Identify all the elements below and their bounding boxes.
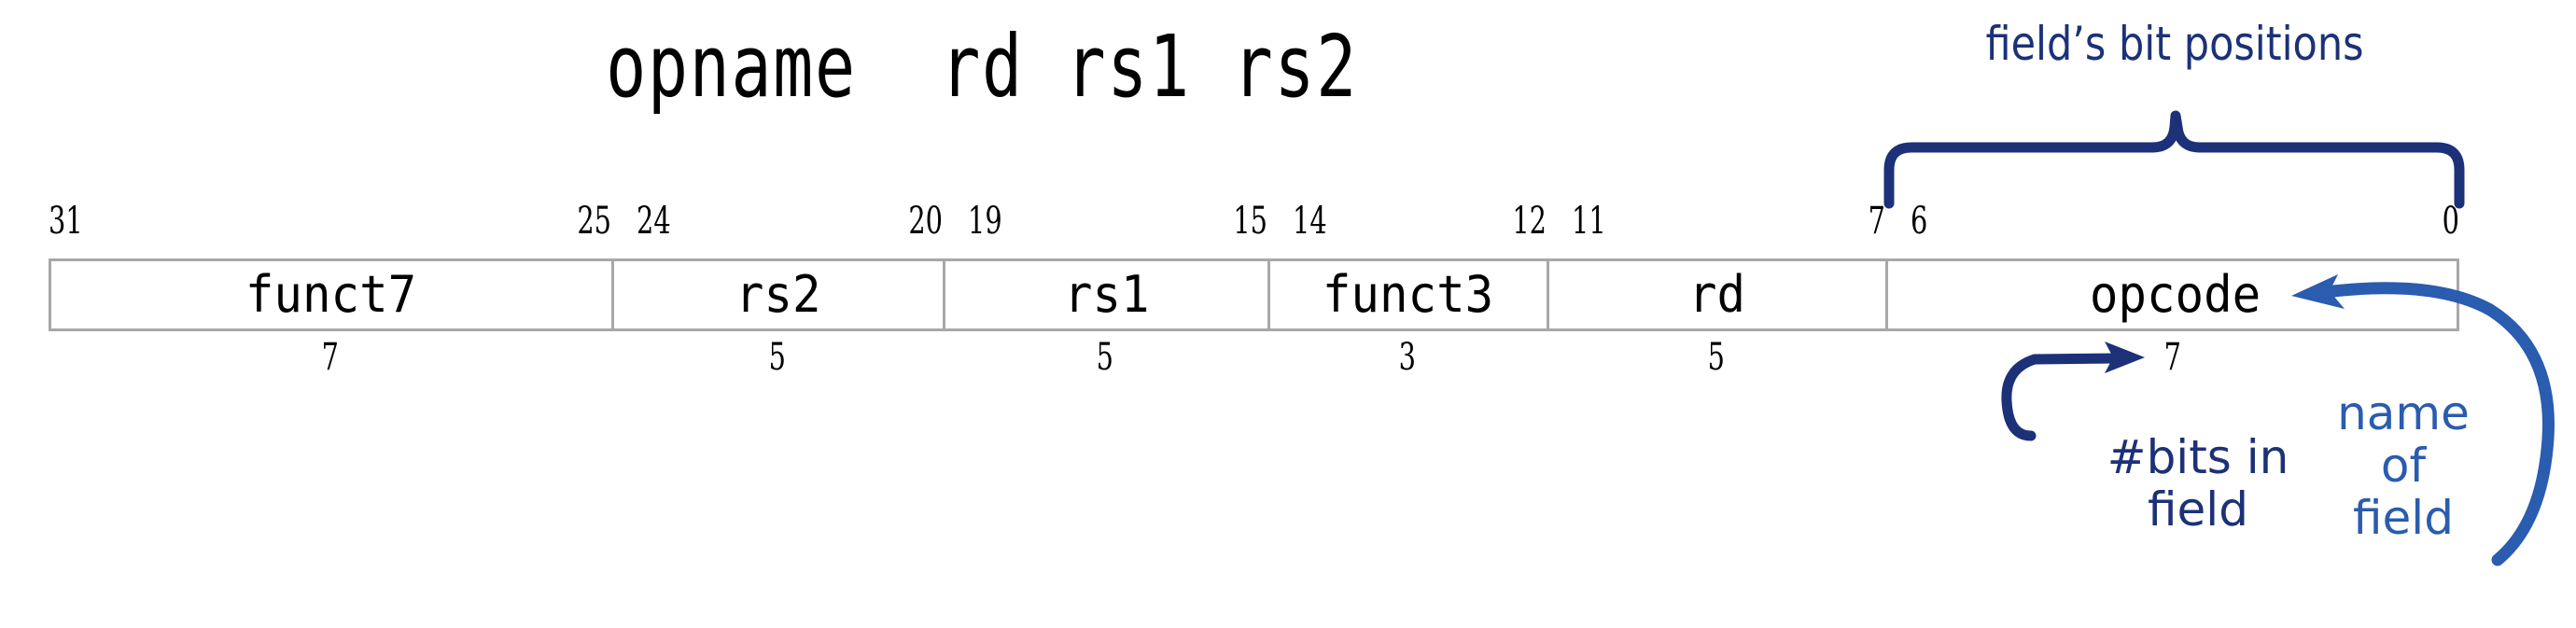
field-cell-opcode: opcode — [1888, 261, 2462, 328]
bit-position-31: 31 — [49, 200, 83, 243]
bits-in-field-line-1: #bits in — [2107, 430, 2289, 484]
field-bit-count-rs2: 5 — [768, 336, 786, 379]
field-width-cell-rd: 5 — [1547, 338, 1885, 383]
field-name-funct7: funct7 — [245, 265, 417, 324]
bit-position-19: 19 — [968, 200, 1002, 243]
field-bit-count-funct3: 3 — [1398, 336, 1416, 379]
bit-position-12: 12 — [1512, 200, 1547, 243]
field-name-rd: rd — [1688, 265, 1746, 324]
field-cell-funct7: funct7 — [51, 261, 614, 328]
name-of-field-line-2: of — [2380, 439, 2427, 493]
field-name-funct3: funct3 — [1323, 265, 1494, 324]
name-of-field-line-3: field — [2353, 491, 2454, 545]
field-bit-count-rd: 5 — [1707, 336, 1725, 379]
bit-position-6: 6 — [1911, 200, 1928, 243]
bit-position-25: 25 — [577, 200, 611, 243]
bit-position-7: 7 — [1868, 200, 1885, 243]
bit-position-20: 20 — [908, 200, 943, 243]
field-cell-rs1: rs1 — [945, 261, 1270, 328]
field-width-cell-funct3: 3 — [1267, 338, 1547, 383]
field-bit-count-funct7: 7 — [321, 336, 339, 379]
field-cell-funct3: funct3 — [1270, 261, 1549, 328]
field-bit-width-row: 7 5 5 3 5 7 — [49, 338, 2459, 383]
bit-position-15: 15 — [1233, 200, 1267, 243]
field-cell-rs2: rs2 — [614, 261, 945, 328]
instruction-assembly-title: opname rd rs1 rs2 — [606, 17, 1358, 117]
bits-in-field-line-2: field — [2148, 482, 2248, 537]
field-name-opcode: opcode — [2089, 265, 2261, 324]
field-width-cell-rs1: 5 — [943, 338, 1267, 383]
bit-position-14: 14 — [1293, 200, 1327, 243]
instruction-field-table: funct7 rs2 rs1 funct3 rd opcode — [49, 258, 2459, 331]
field-width-cell-opcode: 7 — [1885, 338, 2459, 383]
field-bit-count-rs1: 5 — [1096, 336, 1114, 379]
bit-position-11: 11 — [1572, 200, 1606, 243]
name-of-field-line-1: name — [2337, 386, 2470, 440]
field-name-rs2: rs2 — [735, 265, 821, 324]
field-cell-rd: rd — [1549, 261, 1888, 328]
field-width-cell-rs2: 5 — [611, 338, 943, 383]
bit-position-0: 0 — [2442, 200, 2459, 243]
annotation-bit-positions-label: field’s bit positions — [1985, 17, 2364, 71]
field-width-cell-funct7: 7 — [49, 338, 611, 383]
bit-position-24: 24 — [637, 200, 671, 243]
field-bit-count-opcode: 7 — [2163, 336, 2181, 379]
bit-positions-brace-icon — [1883, 110, 2465, 209]
field-name-rs1: rs1 — [1063, 265, 1150, 324]
